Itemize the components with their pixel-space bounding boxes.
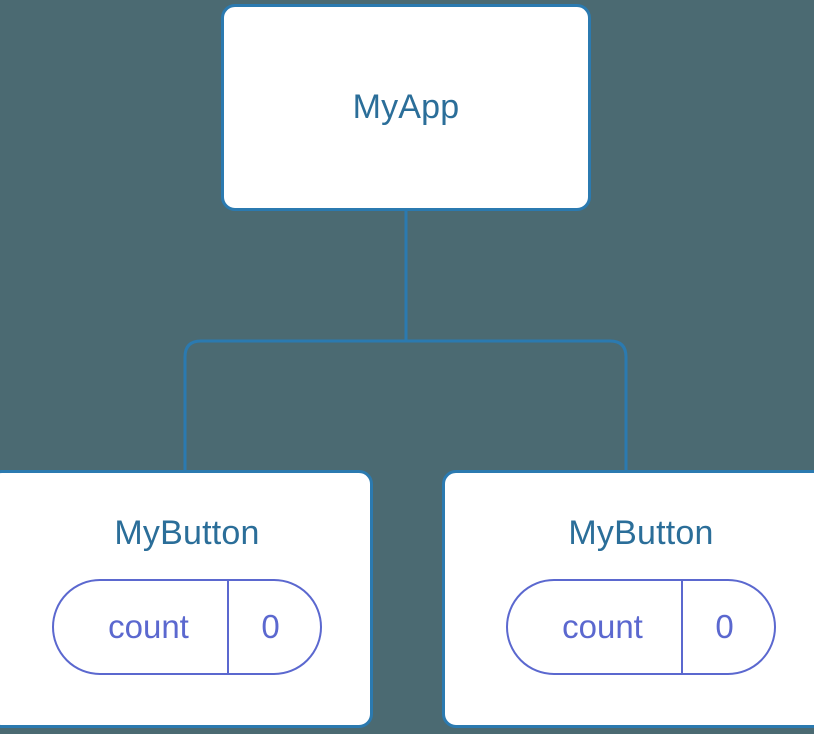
component-node-title: MyButton — [568, 514, 714, 552]
state-value-label: 0 — [261, 608, 280, 646]
component-node-mybutton-2[interactable]: MyButton count 0 — [442, 470, 814, 728]
state-pill-divider — [681, 581, 683, 674]
state-pill[interactable]: count 0 — [506, 579, 776, 676]
state-pill-divider — [227, 581, 229, 674]
state-value-label: 0 — [715, 608, 734, 646]
state-key-label: count — [108, 608, 189, 646]
component-node-title: MyApp — [352, 87, 460, 126]
component-node-myapp[interactable]: MyApp — [221, 4, 591, 211]
connector-branch-left — [183, 339, 406, 472]
component-node-title: MyButton — [114, 514, 260, 552]
state-pill[interactable]: count 0 — [52, 579, 322, 676]
state-key-label: count — [562, 608, 643, 646]
connector-branch-right — [406, 339, 628, 472]
component-node-mybutton-1[interactable]: MyButton count 0 — [0, 470, 373, 728]
